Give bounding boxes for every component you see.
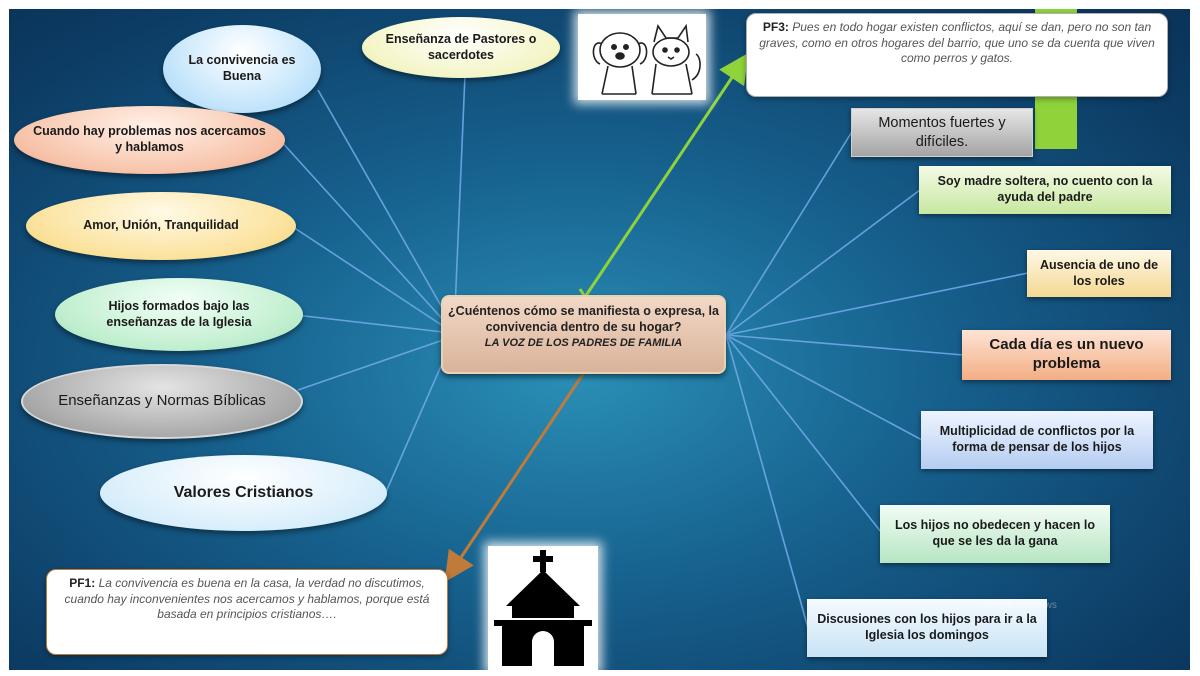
node-text: Momentos fuertes y difíciles. [878,115,1006,150]
node-convivencia-buena: La convivencia es Buena [163,25,321,113]
node-discusiones-iglesia: Discusiones con los hijos para ir a la I… [807,599,1047,657]
node-text: La convivencia es Buena [188,53,296,83]
church-image [488,546,598,670]
node-valores-cristianos: Valores Cristianos [100,455,387,531]
node-problemas-hablamos: Cuando hay problemas nos acercamos y hab… [14,106,285,174]
dog-cat-image [578,14,706,100]
node-text: Ausencia de uno de los roles [1039,257,1159,288]
node-momentos-fuertes: Momentos fuertes y difíciles. [851,108,1033,157]
quote-pf3-text: Pues en todo hogar existen conflictos, a… [759,20,1155,66]
node-hijos-iglesia: Hijos formados bajo las enseñanzas de la… [55,278,303,351]
node-hijos-no-obedecen: Los hijos no obedecen y hacen lo que se … [880,505,1110,563]
dog-and-cat-icon [592,23,701,95]
node-amor-union: Amor, Unión, Tranquilidad [26,192,296,260]
node-text: Amor, Unión, Tranquilidad [83,218,239,233]
node-madre-soltera: Soy madre soltera, no cuento con la ayud… [919,166,1171,214]
node-ausencia-roles: Ausencia de uno de los roles [1027,250,1171,297]
quote-pf3-label: PF3: [762,20,789,34]
node-text: Enseñanza de Pastores o sacerdotes [385,31,537,62]
node-multiplicidad-conflictos: Multiplicidad de conflictos por la forma… [921,411,1153,469]
central-question-text: ¿Cuéntenos cómo se manifiesta o expresa,… [448,304,719,335]
node-text: Hijos formados bajo las enseñanzas de la… [106,298,252,329]
church-icon [494,550,592,666]
node-text: Discusiones con los hijos para ir a la I… [817,612,1037,642]
node-text: Soy madre soltera, no cuento con la ayud… [937,174,1153,204]
node-normas-biblicas: Enseñanzas y Normas Bíblicas [21,364,303,439]
quote-pf1-text: La convivencia es buena en la casa, la v… [64,576,430,622]
quote-pf1: PF1: La convivencia es buena en la casa,… [46,569,448,655]
node-ensenanza-pastores: Enseñanza de Pastores o sacerdotes [362,17,560,78]
node-text: Valores Cristianos [173,484,314,501]
node-nuevo-problema: Cada día es un nuevo problema [962,330,1171,380]
node-text: Multiplicidad de conflictos por la forma… [939,424,1135,454]
node-text: Enseñanzas y Normas Bíblicas [58,392,266,410]
quote-pf1-label: PF1: [69,576,96,590]
quote-pf3: PF3: Pues en todo hogar existen conflict… [746,13,1168,97]
node-text: Los hijos no obedecen y hacen lo que se … [894,518,1096,548]
node-text: Cuando hay problemas nos acercamos y hab… [33,124,266,154]
node-text: Cada día es un nuevo problema [989,336,1144,372]
windows-watermark: Activar Windows [983,600,1057,611]
central-subtitle: LA VOZ DE LOS PADRES DE FAMILIA [484,336,683,349]
central-question: ¿Cuéntenos cómo se manifiesta o expresa,… [441,295,726,374]
